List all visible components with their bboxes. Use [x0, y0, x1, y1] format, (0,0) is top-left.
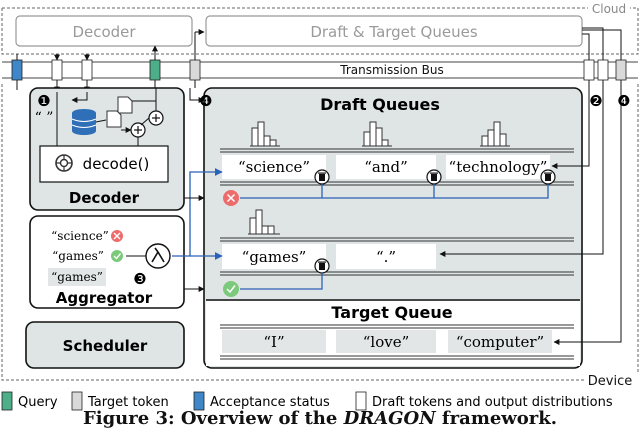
step-marker: ❹ [199, 92, 212, 110]
draft-token-box [446, 155, 550, 179]
transmission-bus: Transmission Bus [2, 59, 638, 81]
device-scheduler: Scheduler [25, 321, 185, 369]
draft-token: “games” [242, 248, 307, 266]
model-icon [55, 154, 73, 172]
distribution-histogram [248, 209, 280, 235]
target-token-box [448, 330, 552, 353]
device-label: Device [588, 374, 632, 389]
aggregator-candidate: “games” [52, 249, 104, 263]
draft-queues-panel: Draft Queues “science” “and” “technology… [203, 87, 583, 369]
status-wiring [172, 168, 549, 290]
aggregator-candidate: “science” [51, 229, 109, 243]
merge-icon [145, 243, 171, 269]
target-token-box [336, 330, 436, 353]
decoder-quote-mark: “ ” [35, 110, 54, 126]
database-icon [71, 109, 97, 135]
target-token: “love” [363, 333, 410, 351]
cloud-queues-label: Draft & Target Queues [310, 23, 477, 41]
legend-swatch-query [1, 391, 13, 411]
device-decoder: Decoder decode() “ ” [29, 87, 185, 211]
decode-label: decode() [83, 155, 150, 173]
cloud-label: Cloud [592, 2, 626, 16]
target-token: “I” [263, 333, 284, 351]
bus-draft-packet [81, 59, 93, 81]
legend-swatch-acceptance-status [193, 391, 205, 411]
bus-label: Transmission Bus [339, 63, 443, 77]
step-marker: ❹ [617, 92, 630, 110]
draft-token-box [336, 155, 436, 179]
step-marker: ❶ [37, 92, 50, 110]
step-marker: ❷ [589, 92, 602, 110]
target-token-box [222, 330, 326, 353]
draft-token-box [336, 244, 436, 269]
draft-token-box [222, 244, 326, 269]
distribution-histogram [362, 121, 392, 147]
caption-name: DRAGON [343, 408, 436, 429]
aggregator-selected-box [48, 268, 106, 286]
bus-target-token-packet [615, 59, 627, 81]
distribution-histogram [250, 121, 280, 147]
step-markers: ❶ ❷ ❸ ❹ ❹ [37, 92, 630, 288]
caption-suffix: framework. [435, 408, 558, 429]
legend-swatch-draft-tokens [355, 391, 367, 411]
draft-token: “technology” [449, 158, 548, 176]
caption-prefix: Figure 3: Overview of the [82, 408, 344, 429]
aggregator-title: Aggregator [56, 289, 153, 307]
cloud-region: Cloud Decoder Draft & Target Queues [1, 2, 639, 55]
draft-queues-title: Draft Queues [320, 95, 440, 114]
legend: Query Target token Acceptance status Dra… [1, 391, 613, 411]
distribution-histogram [480, 121, 510, 147]
aggregator-selected: “games” [51, 270, 103, 284]
queue-accept-icon [223, 281, 239, 297]
figure-caption: Figure 3: Overview of the DRAGON framewo… [0, 404, 640, 446]
draft-token: “and” [364, 158, 408, 176]
legend-label: Acceptance status [210, 395, 330, 410]
device-region: Device [1, 84, 639, 389]
device-aggregator: Aggregator “science” “games” “games” [29, 215, 185, 309]
bus-acceptance-status-packet [11, 59, 23, 81]
legend-label: Target token [87, 395, 169, 410]
decoder-title: Decoder [69, 189, 140, 207]
bus-draft-packet [597, 59, 609, 81]
bus-query-packet [149, 59, 161, 81]
target-token: “computer” [456, 333, 544, 351]
legend-swatch-target-token [71, 391, 83, 411]
flow-arrows [184, 88, 622, 345]
draft-token-box [222, 155, 326, 179]
step-marker: ❸ [133, 270, 146, 288]
legend-label: Query [18, 395, 58, 410]
draft-token: “.” [376, 248, 396, 266]
legend-label: Draft tokens and output distributions [372, 395, 613, 410]
queue-reject-icon [223, 190, 239, 206]
bus-draft-packet [51, 59, 63, 81]
document-icon [106, 96, 133, 128]
bus-draft-packet [583, 59, 595, 81]
cloud-decoder-label: Decoder [72, 23, 136, 41]
bus-target-token-packet [189, 59, 201, 81]
scheduler-title: Scheduler [63, 337, 148, 355]
decode-function-box [39, 145, 169, 183]
cloud-queues-box [205, 15, 583, 47]
draft-token: “science” [238, 158, 310, 176]
target-queue-title: Target Queue [331, 303, 452, 322]
cloud-decoder-box [15, 15, 193, 47]
accept-icon [111, 250, 123, 262]
